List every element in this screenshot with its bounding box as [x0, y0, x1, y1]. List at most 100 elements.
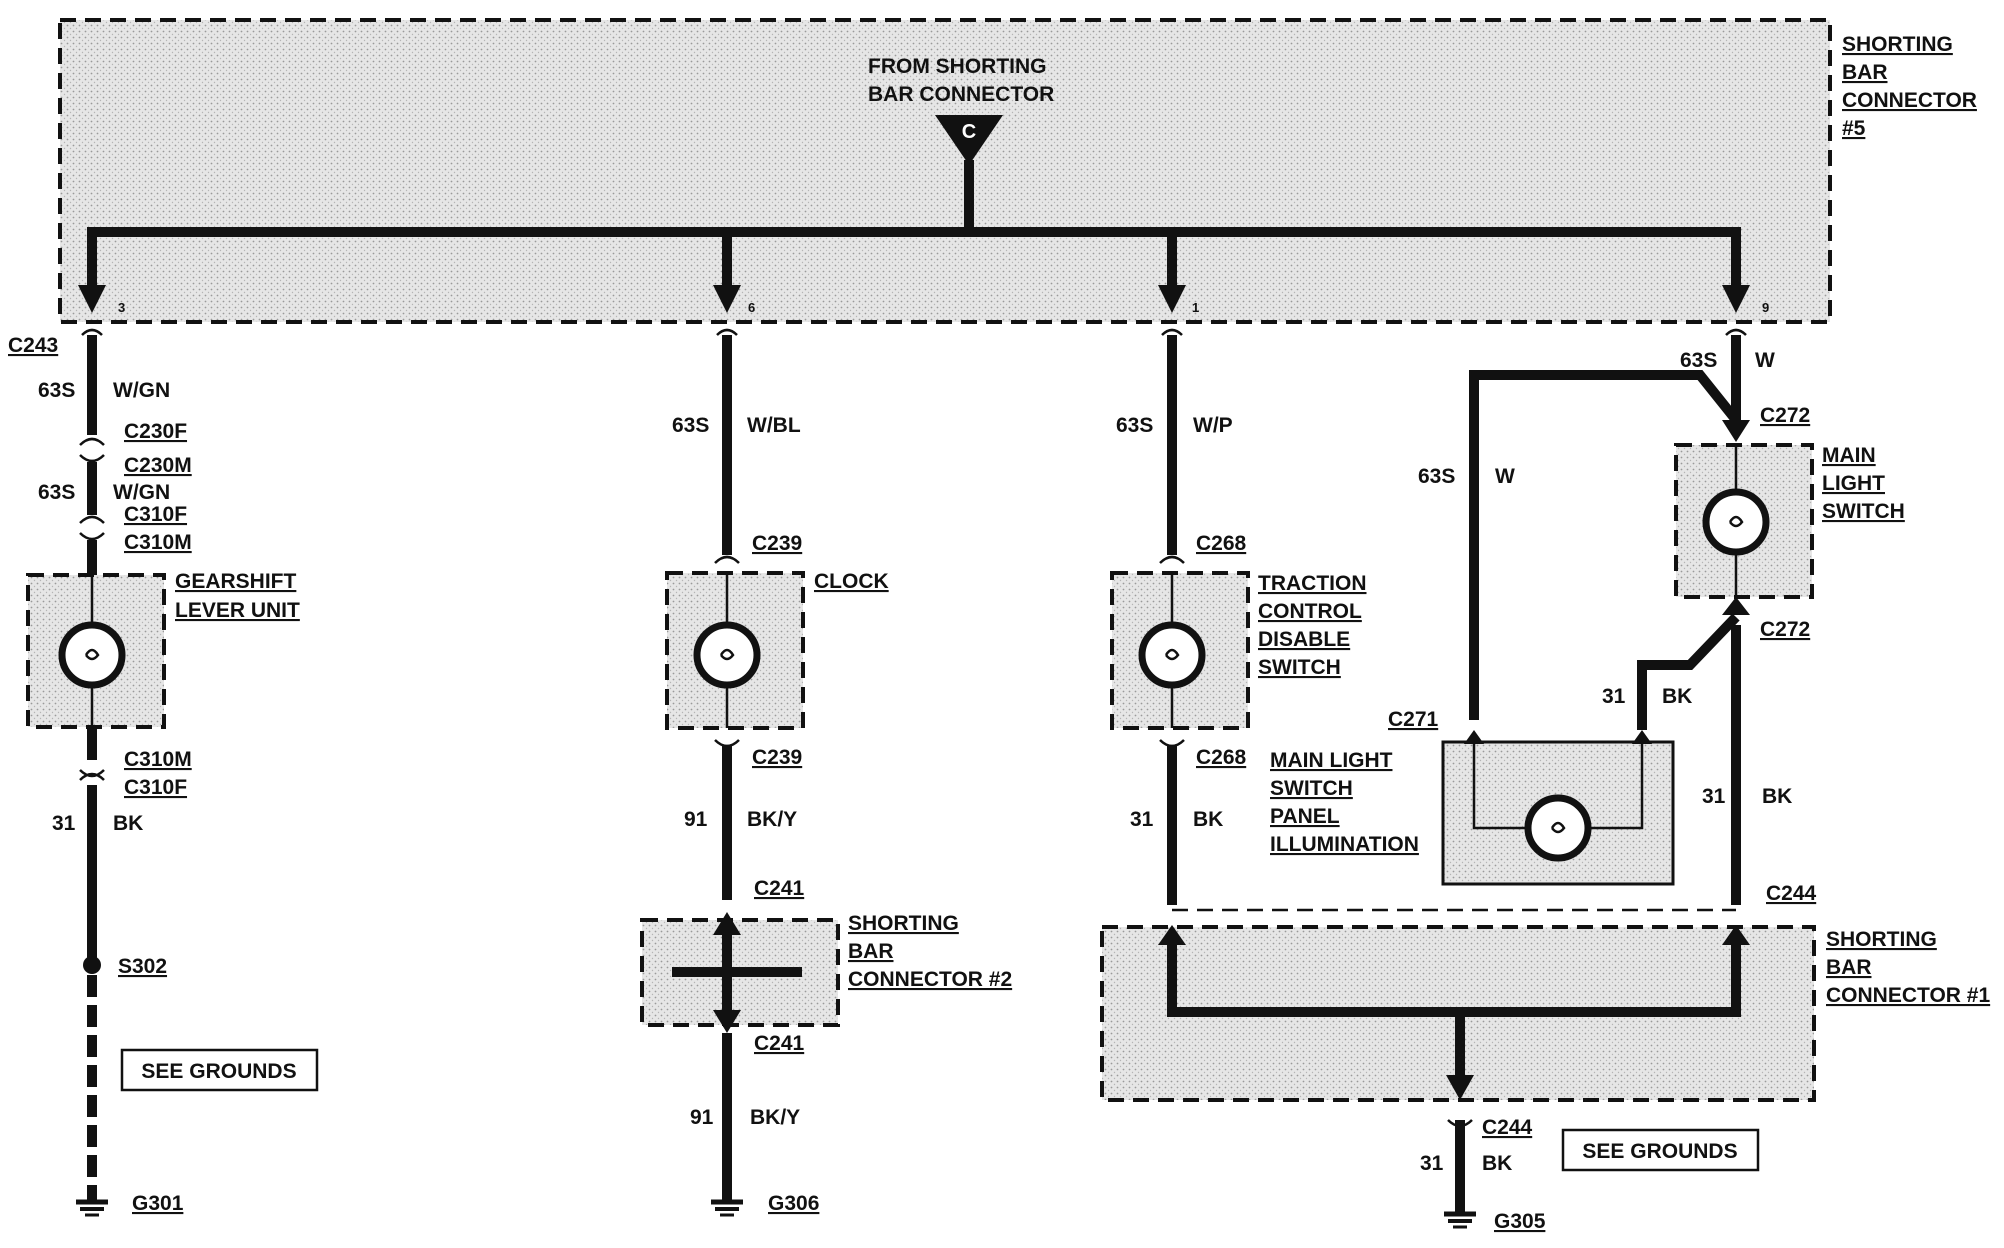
g305-label: G305: [1494, 1210, 1546, 1233]
see-grounds-1: SEE GROUNDS: [141, 1060, 296, 1083]
c310m-bot-label: C310M: [124, 748, 192, 771]
clock-filament-icon: [719, 648, 735, 661]
c239-top-label: C239: [752, 532, 802, 555]
col1-w2-gauge: 63S: [38, 481, 75, 504]
see-grounds-box-2: [1561, 1128, 1760, 1172]
c272-bot-arrow-icon: [1722, 597, 1750, 615]
pin-9: 9: [1762, 300, 1769, 315]
from-shorting-label-2: BAR CONNECTOR: [868, 83, 1054, 106]
shorting-bar-connector-5-box: [58, 18, 1832, 324]
col4-left-color: W: [1495, 465, 1515, 488]
col2-w2-color: BK/Y: [747, 808, 797, 831]
c244-top-label: C244: [1766, 882, 1817, 905]
pin-1: 1: [1192, 300, 1199, 315]
c241-bot-label: C241: [754, 1032, 805, 1055]
col3-w2-gauge: 31: [1130, 808, 1154, 831]
g305-ground-icon: [1444, 1198, 1476, 1229]
col4-left-gauge: 63S: [1418, 465, 1455, 488]
gearshift-label-2: LEVER UNIT: [175, 599, 300, 622]
col1-w2-color: W/GN: [113, 481, 170, 504]
g306-ground-icon: [711, 1185, 743, 1217]
clock-bulb-icon: [693, 621, 761, 689]
col3-w2-color: BK: [1193, 808, 1223, 831]
traction-label-3: DISABLE: [1258, 628, 1350, 651]
g301-ground-icon: [76, 1185, 108, 1217]
c268-top-label: C268: [1196, 532, 1247, 555]
main-light-w-wire: [1469, 370, 1740, 720]
sbc1-bus-wire: [1167, 940, 1741, 1017]
panel-right-arrow-icon: [1632, 730, 1652, 744]
traction-bulb-icon: [1138, 621, 1206, 689]
col1-w1-gauge: 63S: [38, 379, 75, 402]
c272-bot-label: C272: [1760, 618, 1810, 641]
main-switch-label-2: LIGHT: [1822, 472, 1885, 495]
col1-w1-color: W/GN: [113, 379, 170, 402]
pin1-arrow-icon: [1158, 285, 1186, 313]
gearshift-label-1: GEARSHIFT: [175, 570, 297, 593]
col2-w2-gauge: 91: [684, 808, 708, 831]
traction-filament-icon: [1164, 648, 1180, 661]
pin-6: 6: [748, 300, 755, 315]
sbc5-label-1: SHORTING: [1842, 33, 1953, 56]
c271-label: C271: [1388, 708, 1439, 731]
panel-left-arrow-icon: [1464, 730, 1484, 744]
traction-label-4: SWITCH: [1258, 656, 1341, 679]
s302-label: S302: [118, 955, 167, 978]
c310-connector-top-icon: [79, 515, 105, 541]
top-bus-wire: [87, 227, 1741, 290]
sbc1-label-3: CONNECTOR #1: [1826, 984, 1990, 1007]
panel-bk-color: BK: [1662, 685, 1692, 708]
col4-gnd-color: BK: [1482, 1152, 1512, 1175]
col3-w1-gauge: 63S: [1116, 414, 1153, 437]
traction-label-1: TRACTION: [1258, 572, 1367, 595]
col2-w3-color: BK/Y: [750, 1106, 800, 1129]
gearshift-bulb-icon: [58, 621, 126, 689]
c310-connector-bot-icon: [79, 769, 105, 781]
panel-bk-gauge: 31: [1602, 685, 1626, 708]
col1-w3-color: BK: [113, 812, 143, 835]
col1-w3-gauge: 31: [52, 812, 76, 835]
sbc5-label-3: CONNECTOR: [1842, 89, 1977, 112]
sbc1-label-1: SHORTING: [1826, 928, 1937, 951]
pin6-arrow-icon: [713, 285, 741, 313]
pin9-arrow-icon: [1722, 285, 1750, 313]
c239-bot-label: C239: [752, 746, 802, 769]
c310f-bot-label: C310F: [124, 776, 187, 799]
see-grounds-2: SEE GROUNDS: [1582, 1140, 1737, 1163]
col4-gnd-gauge: 31: [1420, 1152, 1444, 1175]
col2-w1-color: W/BL: [747, 414, 801, 437]
c230m-label: C230M: [124, 454, 192, 477]
c243-label: C243: [8, 334, 58, 357]
col2-w1-gauge: 63S: [672, 414, 709, 437]
sbc2-up-arrow-icon: [713, 912, 741, 935]
sbc5-label-2: BAR: [1842, 61, 1888, 84]
col4-right-gauge: 31: [1702, 785, 1726, 808]
g306-label: G306: [768, 1192, 819, 1215]
panel-filament-icon: [1550, 821, 1566, 834]
g301-label: G301: [132, 1192, 184, 1215]
panel-bk-wire: [1637, 613, 1740, 730]
panel-bulb-icon: [1524, 794, 1592, 862]
col4-top-color: W: [1755, 349, 1775, 372]
sbc2-down-arrow-icon: [713, 1010, 741, 1033]
main-switch-bulb-icon: [1702, 488, 1770, 556]
panel-label-3: PANEL: [1270, 805, 1340, 828]
c230f-label: C230F: [124, 420, 187, 443]
see-grounds-box-1: [120, 1048, 319, 1092]
col4-pin-icon: [1725, 328, 1747, 336]
col4-right-color: BK: [1762, 785, 1792, 808]
sbc1-right-arrow-icon: [1722, 925, 1750, 945]
main-switch-label-3: SWITCH: [1822, 500, 1905, 523]
from-shorting-label-1: FROM SHORTING: [868, 55, 1047, 78]
c241-top-label: C241: [754, 877, 805, 900]
s302-splice-dot-icon: [83, 956, 101, 974]
main-switch-label-1: MAIN: [1822, 444, 1876, 467]
sbc1-label-2: BAR: [1826, 956, 1872, 979]
col3-w1-color: W/P: [1193, 414, 1233, 437]
traction-label-2: CONTROL: [1258, 600, 1362, 623]
c268-bot-label: C268: [1196, 746, 1247, 769]
main-switch-filament-icon: [1728, 515, 1744, 528]
sbc2-label-1: SHORTING: [848, 912, 959, 935]
connector-c-triangle: [935, 115, 1003, 165]
